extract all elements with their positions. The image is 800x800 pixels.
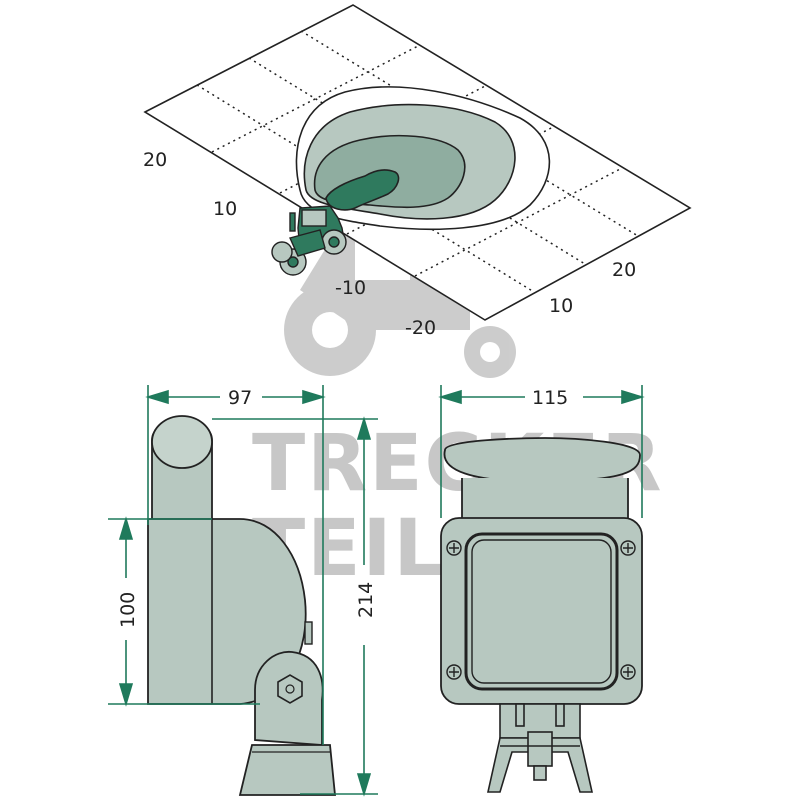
dimension-height-total: 214 <box>355 582 377 618</box>
front-lamp-hood <box>443 437 641 483</box>
side-view-drawing <box>147 415 336 796</box>
light-pattern-diagram: 20 10 -10 -20 20 10 <box>143 4 692 339</box>
front-lamp-lens <box>471 539 612 684</box>
side-hex-bolt <box>277 674 303 704</box>
grid-label-left-20: 20 <box>143 149 167 171</box>
front-screws <box>446 540 636 680</box>
grid-label-left-minus-20: -20 <box>405 317 436 339</box>
dimension-height-body: 100 <box>117 592 139 628</box>
dimension-width-side: 97 <box>228 387 252 409</box>
grid-label-right-20: 20 <box>612 259 636 281</box>
watermark-logo <box>284 225 516 378</box>
dimension-width-front: 115 <box>532 387 568 409</box>
tractor-icon <box>271 205 347 276</box>
grid-label-right-10: 10 <box>549 295 573 317</box>
grid-label-left-minus-10: -10 <box>335 277 366 299</box>
front-view-drawing <box>440 437 643 793</box>
front-mount-bracket <box>487 703 593 793</box>
grid-label-left-10: 10 <box>213 198 237 220</box>
light-zone-core <box>325 169 400 211</box>
dimension-lines <box>108 385 645 797</box>
side-mount-base <box>238 744 336 796</box>
